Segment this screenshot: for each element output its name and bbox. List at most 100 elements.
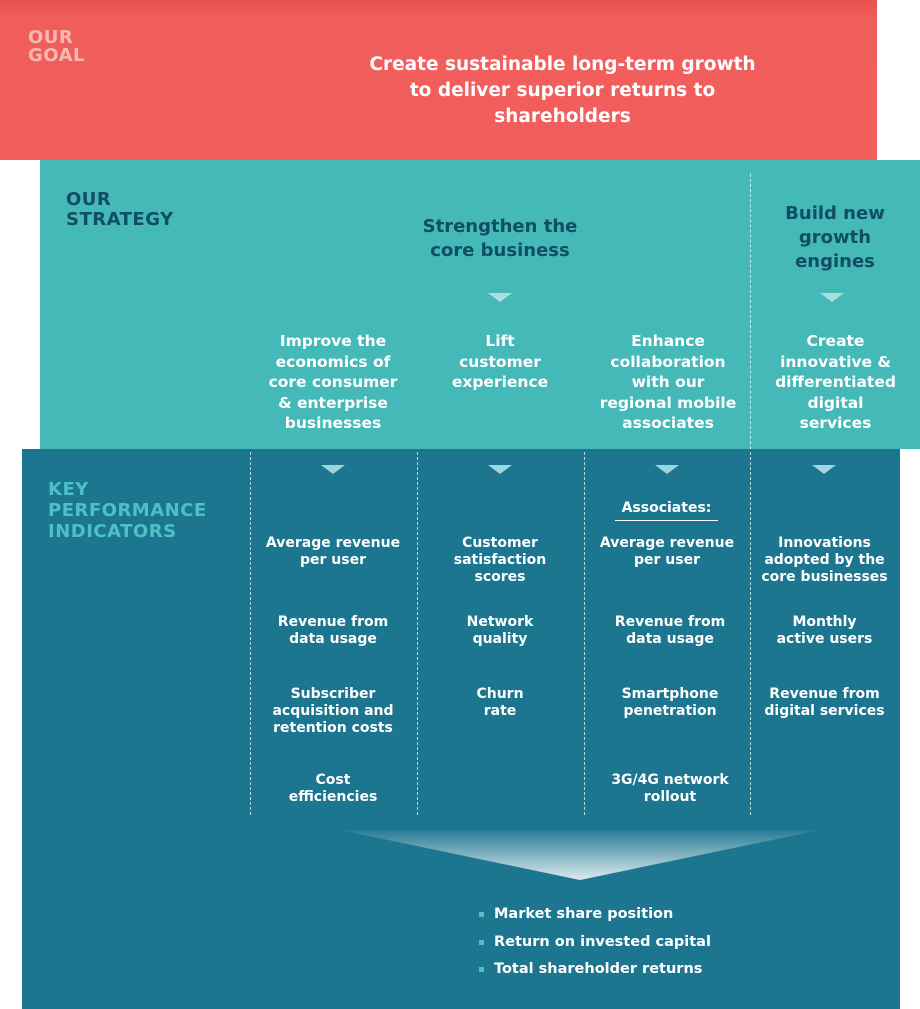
kpi-item: Network quality [425, 614, 575, 648]
pillar-line: core consumer [268, 373, 398, 391]
kpi-item-line: Revenue from [277, 614, 389, 630]
pillar-line: Lift [485, 332, 515, 350]
strategy-label-line: STRATEGY [66, 209, 174, 230]
goal-statement-line: Create sustainable long-term growth [369, 54, 756, 75]
kpi-item-line: active users [776, 631, 873, 647]
funnel-arrow-icon [340, 830, 820, 880]
kpi-item-line: Monthly [792, 614, 857, 630]
kpi-item: 3G/4G network rollout [595, 772, 745, 806]
column-divider [417, 452, 418, 815]
bullet-icon [479, 967, 484, 972]
kpi-item: Revenue from digital services [752, 686, 897, 720]
pillar-digital-services: Create innovative & differentiated digit… [758, 331, 913, 434]
goal-label: OUR GOAL [28, 29, 85, 65]
pillar-line: differentiated [775, 373, 896, 391]
kpi-item-line: scores [474, 569, 526, 585]
kpi-label-line: PERFORMANCE [48, 500, 207, 521]
kpi-item-line: efficiencies [288, 789, 378, 805]
kpi-item-line: data usage [289, 631, 377, 647]
pillar-economics: Improve the economics of core consumer &… [258, 331, 408, 434]
outcome-text: Total shareholder returns [494, 961, 703, 977]
kpi-item: Innovations adopted by the core business… [752, 535, 897, 586]
down-arrow-icon [321, 465, 345, 474]
bullet-icon [479, 939, 484, 945]
goal-label-line: GOAL [28, 45, 85, 66]
down-arrow-icon [655, 465, 679, 474]
kpi-item-line: adopted by the [764, 552, 885, 568]
kpi-item-line: 3G/4G network [611, 772, 729, 788]
outcome-item: Market share position [479, 901, 711, 929]
kpi-item-line: acquisition and [272, 703, 394, 719]
kpi-item-line: rate [483, 703, 517, 719]
heading-line: core business [430, 240, 570, 261]
growth-engines-heading: Build new growth engines [765, 202, 905, 274]
strategy-label-line: OUR [66, 189, 112, 210]
heading-line: Strengthen the [422, 216, 578, 237]
kpi-item: Subscriber acquisition and retention cos… [258, 686, 408, 737]
kpi-label: KEY PERFORMANCE INDICATORS [48, 479, 207, 542]
goal-statement: Create sustainable long-term growth to d… [340, 52, 785, 130]
kpi-item: Churn rate [425, 686, 575, 720]
strategy-label: OUR STRATEGY [66, 190, 174, 230]
kpi-item: Revenue from data usage [595, 614, 745, 648]
core-business-heading: Strengthen the core business [400, 215, 600, 263]
kpi-item-line: Churn [476, 686, 524, 702]
goal-statement-line: to deliver superior returns to sharehold… [409, 80, 716, 127]
kpi-item-line: Revenue from [769, 686, 880, 702]
kpi-item-line: core businesses [761, 569, 888, 585]
down-arrow-icon [488, 465, 512, 474]
heading-line: Build new [785, 203, 885, 224]
kpi-item-line: retention costs [273, 720, 393, 736]
kpi-item-line: Average revenue [599, 535, 735, 551]
kpi-item-line: Cost [315, 772, 351, 788]
kpi-label-line: KEY [48, 479, 89, 500]
kpi-item: Customer satisfaction scores [425, 535, 575, 586]
outcome-text: Market share position [494, 906, 674, 922]
kpi-item-line: satisfaction [453, 552, 547, 568]
kpi-item: Average revenue per user [258, 535, 408, 569]
down-arrow-icon [488, 293, 512, 302]
kpi-item-line: per user [634, 552, 700, 568]
pillar-line: services [799, 414, 872, 432]
pillar-line: Enhance [631, 332, 705, 350]
associates-label: Associates: [615, 500, 718, 521]
pillar-line: & enterprise [278, 393, 388, 412]
pillar-line: experience [451, 373, 549, 391]
pillar-line: Improve the [279, 332, 387, 350]
kpi-item: Smartphone penetration [595, 686, 745, 720]
heading-line: growth [798, 227, 872, 248]
bullet-icon [479, 912, 484, 917]
kpi-label-line: INDICATORS [48, 521, 177, 542]
pillar-line: innovative & [780, 352, 891, 371]
pillar-associates: Enhance collaboration with our regional … [592, 331, 744, 434]
outcome-text: Return on invested capital [494, 933, 711, 950]
column-divider [250, 452, 251, 815]
column-divider [584, 452, 585, 815]
kpi-item-line: Average revenue [265, 535, 401, 551]
pillar-line: regional mobile [599, 393, 737, 412]
kpi-item-line: digital services [764, 703, 885, 719]
kpi-item-line: quality [472, 631, 528, 647]
kpi-item: Average revenue per user [592, 535, 742, 569]
strategy-band [40, 160, 920, 449]
pillar-line: Create [806, 332, 865, 350]
column-divider [750, 174, 751, 449]
down-arrow-icon [812, 465, 836, 474]
column-divider [750, 452, 751, 815]
kpi-item-line: Smartphone [621, 686, 719, 702]
kpi-item: Monthly active users [752, 614, 897, 648]
outcome-item: Total shareholder returns [479, 956, 711, 984]
kpi-item: Revenue from data usage [258, 614, 408, 648]
goal-band [0, 0, 877, 160]
pillar-line: businesses [284, 414, 382, 432]
kpi-item-line: penetration [623, 703, 717, 719]
heading-line: engines [795, 251, 875, 272]
kpi-item-line: Network [466, 614, 534, 630]
kpi-item-line: Subscriber [290, 686, 376, 702]
pillar-line: customer [459, 352, 541, 371]
kpi-item-line: rollout [643, 789, 697, 805]
kpi-item-line: data usage [626, 631, 714, 647]
kpi-item-line: Innovations [778, 535, 871, 551]
pillar-line: with our [631, 373, 705, 391]
pillar-customer-experience: Lift customer experience [425, 331, 575, 393]
